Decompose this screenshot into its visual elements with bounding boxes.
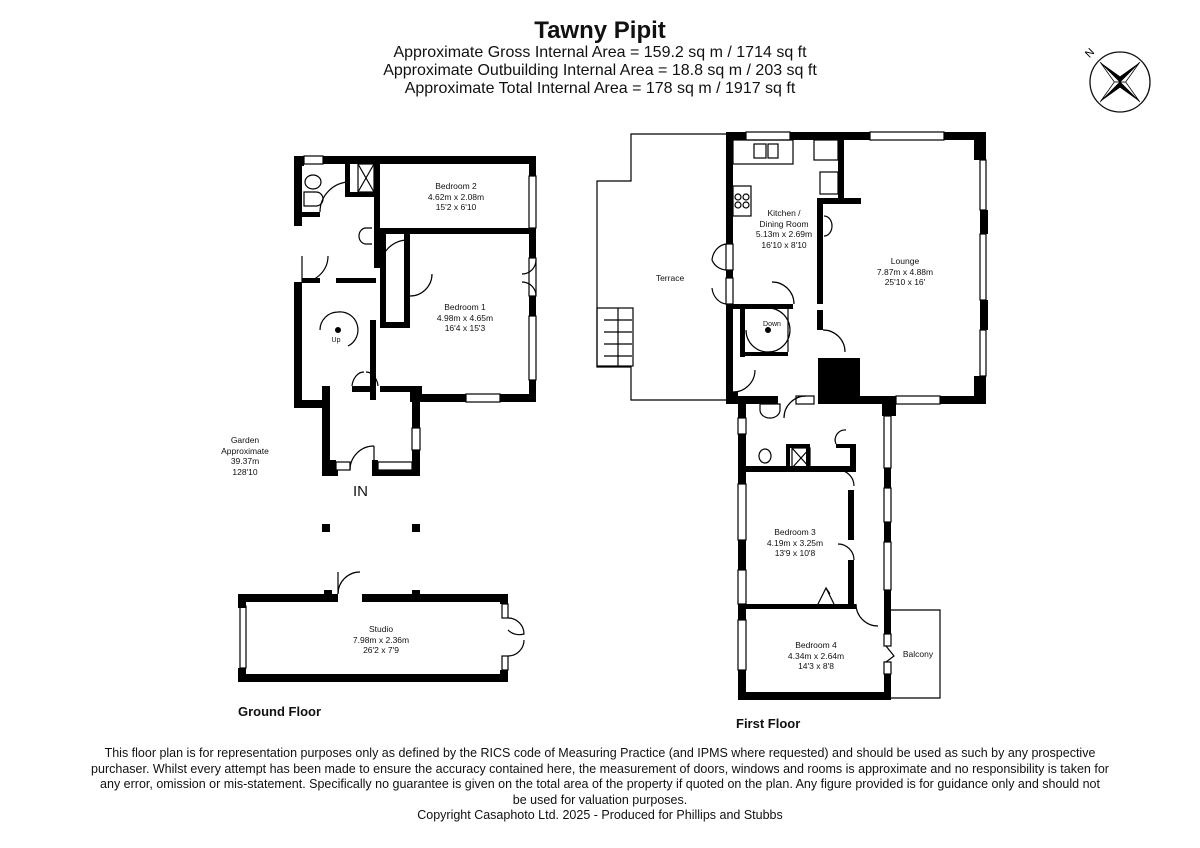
room-imperial: 26'2 x 7'9	[363, 645, 399, 655]
room-name: Studio	[368, 624, 394, 634]
room-bedroom-4: Bedroom 4 4.34m x 2.64m 14'3 x 8'8	[788, 640, 844, 672]
room-metric: 4.62m x 2.08m	[427, 191, 485, 202]
plan-header: Tawny Pipit Approximate Gross Internal A…	[0, 18, 1200, 98]
disclaimer-line: be used for valuation purposes.	[512, 792, 688, 807]
ground-floor-label: Ground Floor	[238, 704, 322, 719]
room-imperial: 13'9 x 10'8	[774, 548, 816, 558]
stairs-up-label: Up	[331, 337, 341, 344]
room-imperial: 25'10 x 16'	[884, 277, 926, 287]
garden-metric: 39.37m	[230, 456, 260, 466]
room-name: Bedroom 1	[444, 302, 486, 312]
room-name: Bedroom 4	[795, 640, 837, 650]
gross-internal-area: Approximate Gross Internal Area = 159.2 …	[393, 44, 807, 61]
room-balcony: Balcony	[902, 649, 934, 659]
room-terrace: Terrace	[655, 273, 685, 283]
property-title: Tawny Pipit	[534, 17, 666, 44]
total-internal-area: Approximate Total Internal Area = 178 sq…	[404, 80, 796, 97]
copyright-line: Copyright Casaphoto Ltd. 2025 - Produced…	[417, 808, 783, 822]
room-metric: 4.34m x 2.64m	[787, 650, 845, 661]
room-metric: 7.87m x 4.88m	[876, 266, 934, 277]
room-name: Kitchen /	[767, 208, 801, 218]
room-studio: Studio 7.98m x 2.36m 26'2 x 7'9	[353, 624, 409, 656]
first-floor-label: First Floor	[736, 716, 801, 731]
outbuilding-internal-area: Approximate Outbuilding Internal Area = …	[383, 62, 817, 79]
disclaimer-line: any error, omission or mis-statement. Sp…	[100, 777, 1100, 791]
stairs-down-label: Down	[763, 321, 781, 328]
room-name: Bedroom 2	[435, 181, 477, 191]
room-name-line2: Dining Room	[759, 218, 809, 229]
garden-label: Garden Approximate 39.37m 128'10	[221, 435, 269, 477]
room-bedroom-3: Bedroom 3 4.19m x 3.25m 13'9 x 10'8	[767, 527, 823, 559]
room-imperial: 15'2 x 6'10	[435, 202, 477, 212]
disclaimer-line: This floor plan is for representation pu…	[104, 746, 1096, 760]
room-imperial: 14'3 x 8'8	[798, 661, 834, 671]
garden-imperial: 128'10	[232, 466, 258, 477]
disclaimer-line: purchaser. Whilst every attempt has been…	[91, 761, 1109, 776]
north-compass-icon: N	[1076, 40, 1156, 120]
disclaimer-footer: This floor plan is for representation pu…	[60, 746, 1140, 824]
entrance-label: IN	[353, 483, 368, 500]
room-kitchen-dining: Kitchen / Dining Room 5.13m x 2.69m 16'1…	[756, 208, 812, 250]
room-imperial: 16'10 x 8'10	[761, 239, 807, 250]
room-metric: 7.98m x 2.36m	[352, 634, 410, 645]
room-name: Bedroom 3	[774, 527, 816, 537]
room-metric: 4.98m x 4.65m	[436, 312, 494, 323]
room-lounge: Lounge 7.87m x 4.88m 25'10 x 16'	[877, 256, 933, 288]
garden-name: Garden	[230, 435, 260, 445]
room-metric: 4.19m x 3.25m	[766, 537, 824, 548]
room-name: Lounge	[890, 256, 920, 266]
garden-qualifier: Approximate	[221, 445, 269, 456]
room-bedroom-1: Bedroom 1 4.98m x 4.65m 16'4 x 15'3	[437, 302, 493, 334]
room-bedroom-2: Bedroom 2 4.62m x 2.08m 15'2 x 6'10	[428, 181, 484, 213]
room-imperial: 16'4 x 15'3	[444, 323, 486, 333]
room-metric: 5.13m x 2.69m	[755, 229, 813, 239]
